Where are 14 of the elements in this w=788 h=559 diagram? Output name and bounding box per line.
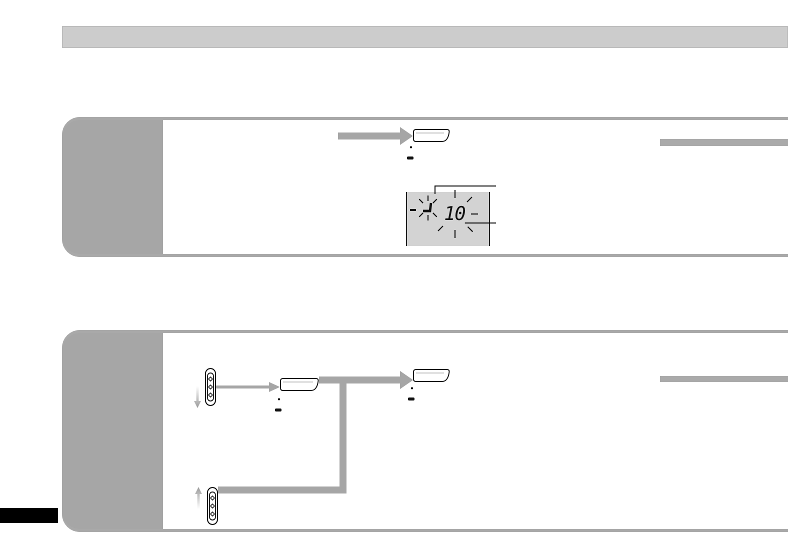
lcd-display — [406, 192, 490, 246]
display-digits: 10 — [444, 203, 465, 225]
step-panel — [62, 330, 788, 532]
button-icon — [413, 129, 450, 142]
slide-switch-icon — [207, 487, 218, 525]
arrow — [218, 371, 413, 494]
button-icon — [413, 369, 450, 382]
slide-switch-icon — [205, 368, 216, 406]
arrow — [216, 382, 280, 392]
button-icon — [280, 378, 319, 391]
leader-line — [464, 222, 496, 224]
leader-line — [434, 186, 496, 194]
step-panel — [62, 117, 788, 257]
arrow — [338, 127, 413, 145]
